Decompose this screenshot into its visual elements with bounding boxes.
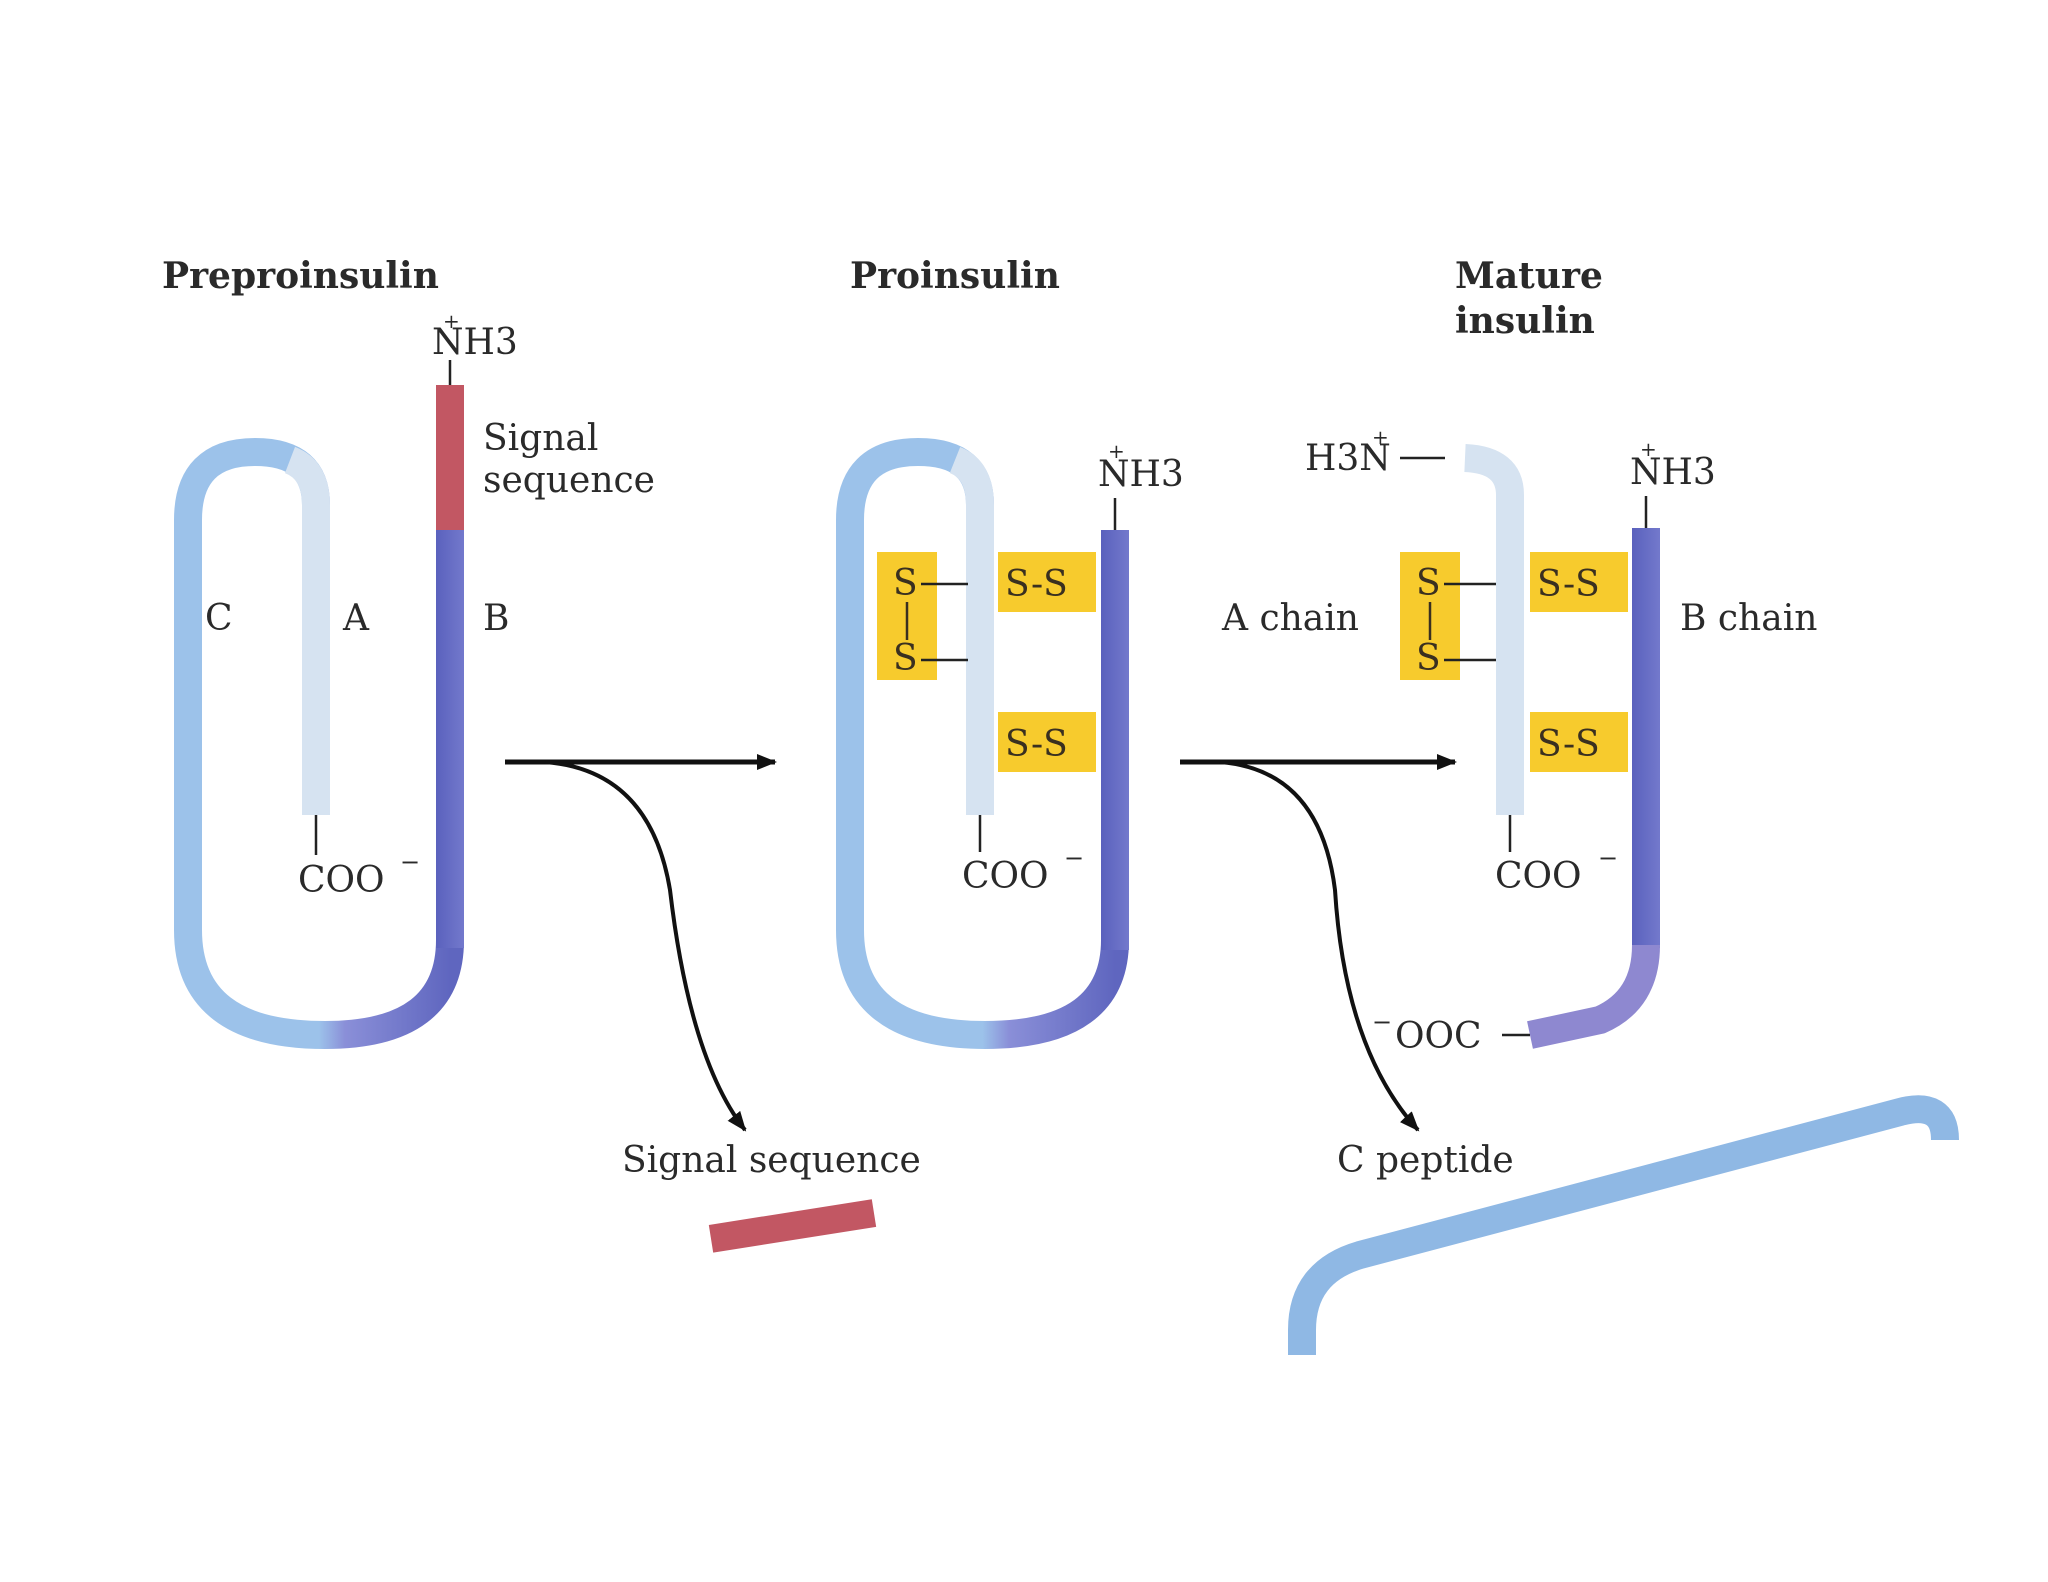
title-proinsulin: Proinsulin <box>850 255 1060 297</box>
mature-inter-disulfide-box-2 <box>1530 712 1628 772</box>
title-mature-line1: Mature <box>1455 255 1603 297</box>
product-c-peptide <box>1288 1095 1959 1355</box>
product-signal-sequence-label: Signal sequence <box>622 1140 921 1181</box>
mature-b-chain-label: B chain <box>1680 598 1817 639</box>
mature-a-chain-label: A chain <box>1221 598 1359 639</box>
preproinsulin-signal-label-1: Signal <box>483 418 598 459</box>
proinsulin-ss-top: S-S <box>1005 564 1068 605</box>
product-signal-sequence <box>708 1199 877 1253</box>
proinsulin-s-intra-bottom: S <box>893 638 918 679</box>
mature-b-nterm-plus: + <box>1640 437 1657 461</box>
preproinsulin-label-a: A <box>342 598 370 639</box>
proinsulin-inter-disulfide-box-2 <box>998 712 1096 772</box>
preproinsulin-nterm-plus: + <box>443 309 460 333</box>
mature-a-chain <box>1463 444 1524 815</box>
preproinsulin-nterm: NH3 <box>432 322 518 363</box>
proinsulin-ss-bottom: S-S <box>1005 724 1068 765</box>
preproinsulin-signal-label-2: sequence <box>483 460 655 501</box>
title-preproinsulin: Preproinsulin <box>162 255 439 297</box>
proinsulin-cterm: COO <box>962 856 1049 897</box>
mature-b-chain-tail <box>1527 944 1660 1049</box>
preproinsulin-cterm: COO <box>298 860 385 901</box>
mature-ss-bottom: S-S <box>1537 724 1600 765</box>
mature-b-nterm: NH3 <box>1630 452 1716 493</box>
mature-ss-top: S-S <box>1537 564 1600 605</box>
preproinsulin-b-chain <box>436 528 464 948</box>
proinsulin-s-intra-top: S <box>893 563 918 604</box>
cleavage-arrow-c-peptide <box>1219 760 1420 1132</box>
preproinsulin-molecule <box>174 360 464 1050</box>
proinsulin-nterm: NH3 <box>1098 454 1184 495</box>
proinsulin-inter-disulfide-box-1 <box>998 552 1096 612</box>
preproinsulin-a-chain <box>284 446 330 815</box>
title-mature-line2: insulin <box>1455 300 1595 342</box>
product-c-peptide-label: C peptide <box>1337 1140 1514 1181</box>
mature-s-intra-top: S <box>1416 563 1441 604</box>
mature-s-intra-bottom: S <box>1416 638 1441 679</box>
mature-b-cterm-minus: − <box>1372 1008 1392 1036</box>
preproinsulin-signal-sequence <box>436 385 464 530</box>
cleavage-arrow-signal <box>544 760 747 1132</box>
mature-a-cterm-minus: − <box>1598 844 1618 872</box>
proinsulin-molecule <box>836 437 1129 1050</box>
proinsulin-b-chain <box>1101 530 1129 950</box>
preproinsulin-label-c: C <box>205 598 233 639</box>
mature-a-nterm: H3N <box>1305 438 1391 479</box>
proinsulin-nterm-plus: + <box>1108 439 1125 463</box>
mature-b-cterm: OOC <box>1395 1016 1482 1057</box>
preproinsulin-cterm-minus: − <box>400 848 420 876</box>
mature-insulin-molecule <box>1400 444 1660 1049</box>
proinsulin-cterm-minus: − <box>1064 844 1084 872</box>
proinsulin-a-chain <box>948 447 994 815</box>
mature-a-cterm: COO <box>1495 856 1582 897</box>
mature-inter-disulfide-box-1 <box>1530 552 1628 612</box>
mature-b-chain <box>1632 528 1660 948</box>
preproinsulin-label-b: B <box>483 598 509 639</box>
preproinsulin-c-peptide <box>174 437 464 1050</box>
proinsulin-c-peptide <box>836 437 1129 1050</box>
mature-a-nterm-plus: + <box>1372 425 1389 449</box>
